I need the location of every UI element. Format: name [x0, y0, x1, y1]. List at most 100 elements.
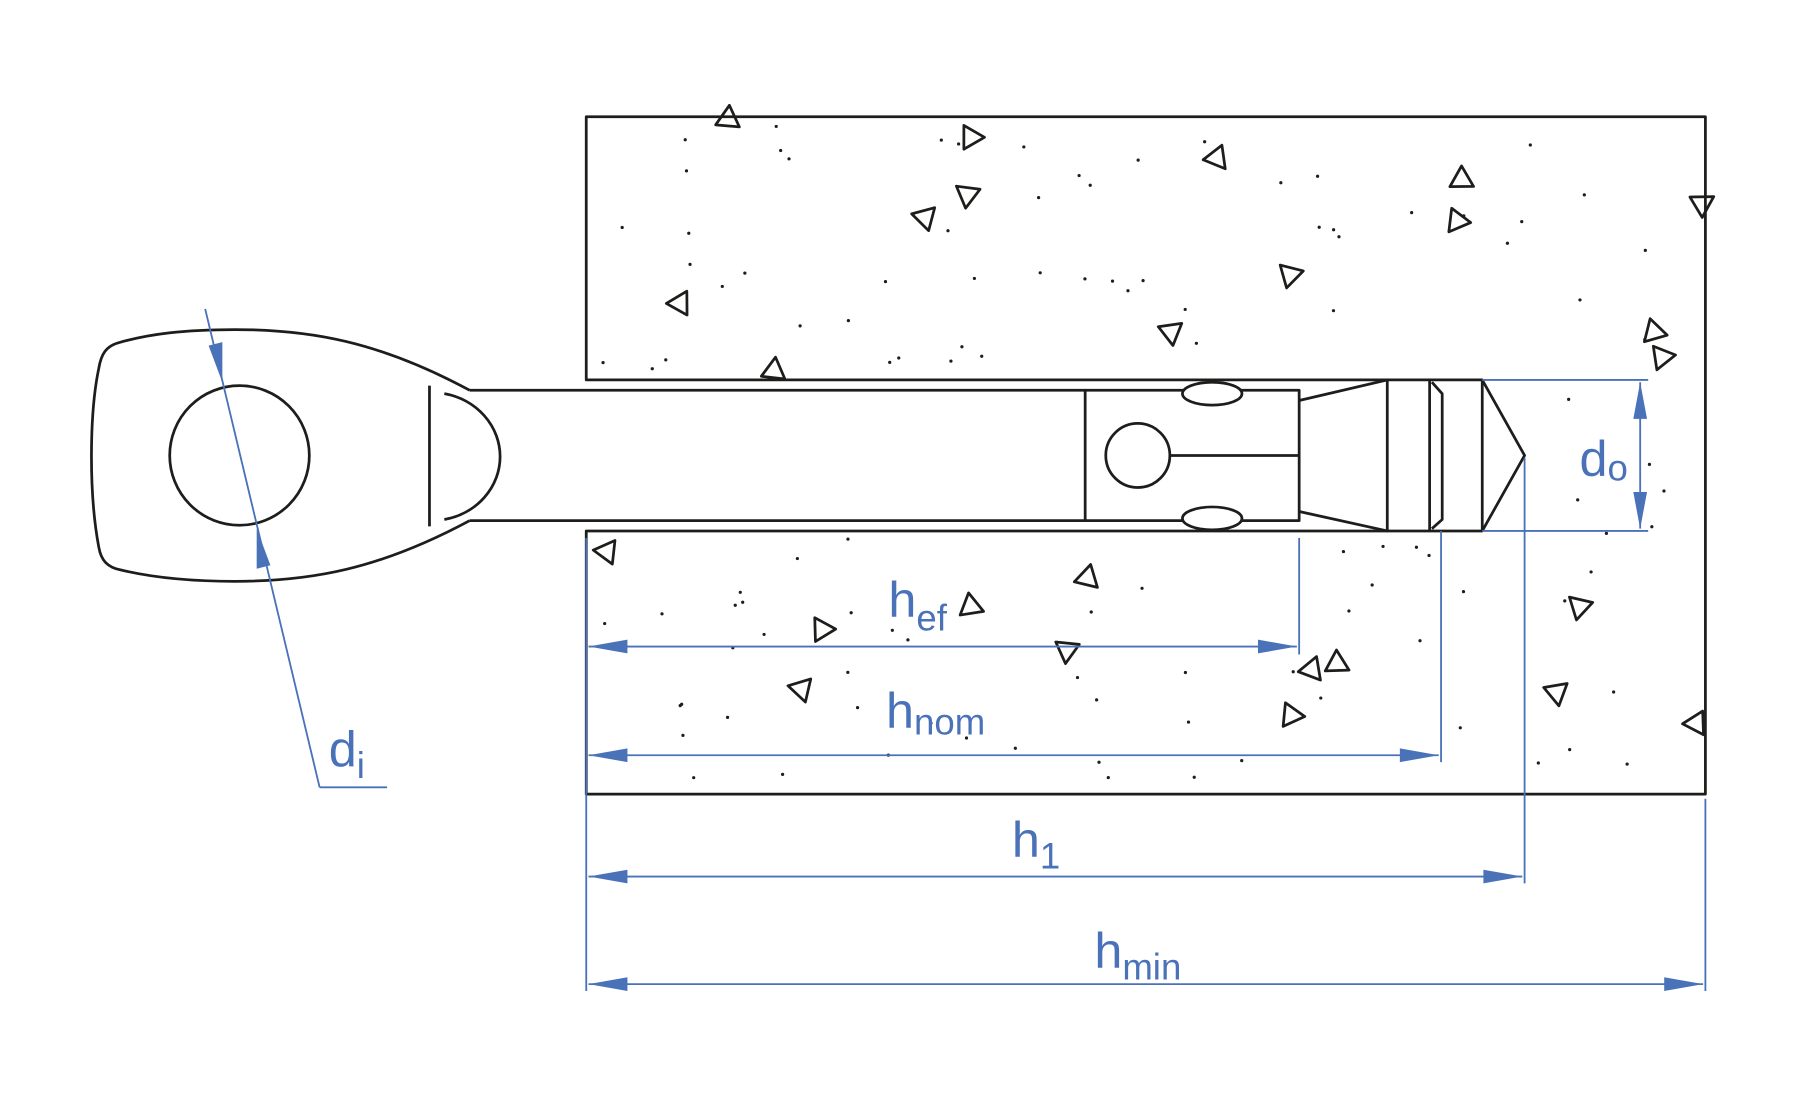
aggregate-dot	[1505, 241, 1510, 245]
aggregate-dot	[1183, 307, 1187, 312]
aggregate-dot	[688, 262, 692, 266]
aggregate-dot	[774, 124, 778, 129]
aggregate-stone	[759, 355, 787, 381]
aggregate-dot	[846, 670, 850, 675]
aggregate-stone	[664, 289, 689, 317]
aggregate-dot	[980, 354, 984, 358]
aggregate-dot	[1418, 639, 1422, 643]
aggregate-dot	[1126, 289, 1130, 293]
aggregate-stone	[1651, 344, 1677, 372]
aggregate-stone	[1643, 317, 1669, 344]
aggregate-dot	[1647, 462, 1652, 466]
aggregate-dot	[620, 225, 624, 230]
aggregate-dot	[1319, 696, 1323, 700]
aggregate-dot	[939, 138, 943, 142]
aggregate-dot	[1612, 690, 1616, 694]
aggregate-dot	[1331, 309, 1336, 313]
aggregate-dot	[743, 271, 747, 275]
aggregate-stone	[591, 539, 617, 566]
aggregate-dot	[1183, 670, 1188, 675]
aggregate-dot	[601, 361, 605, 365]
aggregate-dot	[681, 733, 685, 737]
aggregate-stone	[813, 616, 838, 643]
eye-head	[90, 328, 471, 583]
aggregate-stone	[1323, 648, 1351, 673]
aggregate-dot	[1141, 278, 1145, 283]
aggregate-dot	[1578, 298, 1582, 302]
aggregate-dot	[960, 345, 964, 349]
aggregate-stone	[1072, 563, 1099, 589]
aggregate-stone	[1054, 640, 1081, 665]
aggregate-dot	[1088, 183, 1092, 187]
aggregate-stone	[1448, 164, 1475, 189]
aggregate-dot	[1414, 545, 1419, 549]
aggregate-dot	[1036, 196, 1041, 200]
aggregate-dot	[741, 600, 745, 604]
aggregate-dot	[1567, 397, 1571, 401]
aggregate-dot	[795, 556, 799, 561]
aggregate-stone	[1278, 263, 1305, 290]
aggregate-stone	[786, 677, 813, 704]
aggregate-dot	[1110, 279, 1115, 283]
aggregate-dot	[1013, 746, 1017, 750]
aggregate-dot	[1077, 173, 1081, 178]
aggregate-dot	[683, 138, 687, 142]
aggregate-dot	[1337, 235, 1341, 239]
aggregate-dot	[664, 358, 668, 362]
aggregate-dot	[1291, 670, 1295, 674]
aggregate-dot	[1136, 158, 1140, 162]
aggregate-dot	[846, 537, 850, 541]
aggregate-dot	[1589, 570, 1593, 574]
aggregate-dot	[1140, 586, 1144, 590]
aggregate-dot	[781, 772, 785, 776]
aggregate-dot	[1528, 143, 1532, 147]
aggregate-dot	[946, 229, 950, 233]
aggregate-dot	[1192, 775, 1196, 779]
aggregate-dot	[1625, 762, 1629, 766]
aggregate-stone	[1568, 595, 1595, 622]
aggregate-dot	[1427, 553, 1431, 558]
aggregate-dot	[738, 590, 742, 594]
aggregate-dot	[1347, 609, 1351, 613]
eye-hole	[168, 384, 311, 527]
aggregate-stone	[1156, 322, 1184, 347]
aggregate-dot	[883, 280, 888, 284]
aggregate-dot	[846, 319, 851, 323]
aggregate-dot	[1186, 720, 1191, 724]
label-h-min: hmin	[1094, 922, 1181, 987]
aggregate-dot	[1332, 228, 1336, 232]
aggregate-dot	[678, 703, 682, 708]
eye-anchor	[90, 328, 1444, 583]
aggregate-dot	[1075, 675, 1080, 680]
aggregate-dot	[1576, 498, 1580, 502]
aggregate-dot	[733, 603, 737, 607]
aggregate-dot	[1462, 214, 1466, 218]
label-h-nom: hnom	[886, 682, 985, 743]
aggregate-stone	[714, 103, 741, 129]
aggregate-stone	[910, 206, 937, 233]
aggregate-dot	[1095, 698, 1099, 702]
aggregate-dot	[855, 706, 860, 710]
aggregate-dot	[888, 360, 892, 365]
aggregate-stone	[958, 591, 985, 617]
label-h-ef: hef	[888, 571, 947, 639]
aggregate-dot	[1279, 181, 1283, 185]
aggregate-dot	[1520, 220, 1524, 224]
aggregate-stone	[1542, 682, 1569, 708]
aggregate-dot	[684, 169, 689, 173]
aggregate-dot	[1240, 759, 1244, 763]
aggregate-dot	[779, 148, 783, 153]
aggregate-dot	[1317, 225, 1321, 229]
aggregate-dot	[897, 356, 901, 360]
aggregate-dot	[1604, 531, 1609, 535]
aggregate-dot	[1582, 193, 1586, 197]
aggregate-dot	[798, 324, 802, 328]
aggregate-dot	[660, 612, 664, 616]
aggregate-dot	[692, 776, 696, 780]
aggregate-dot	[1650, 525, 1654, 529]
aggregate-stone	[962, 124, 986, 151]
aggregate-dot	[906, 638, 910, 642]
aggregate-dot	[1370, 583, 1374, 587]
aggregate-dot	[1038, 271, 1042, 275]
